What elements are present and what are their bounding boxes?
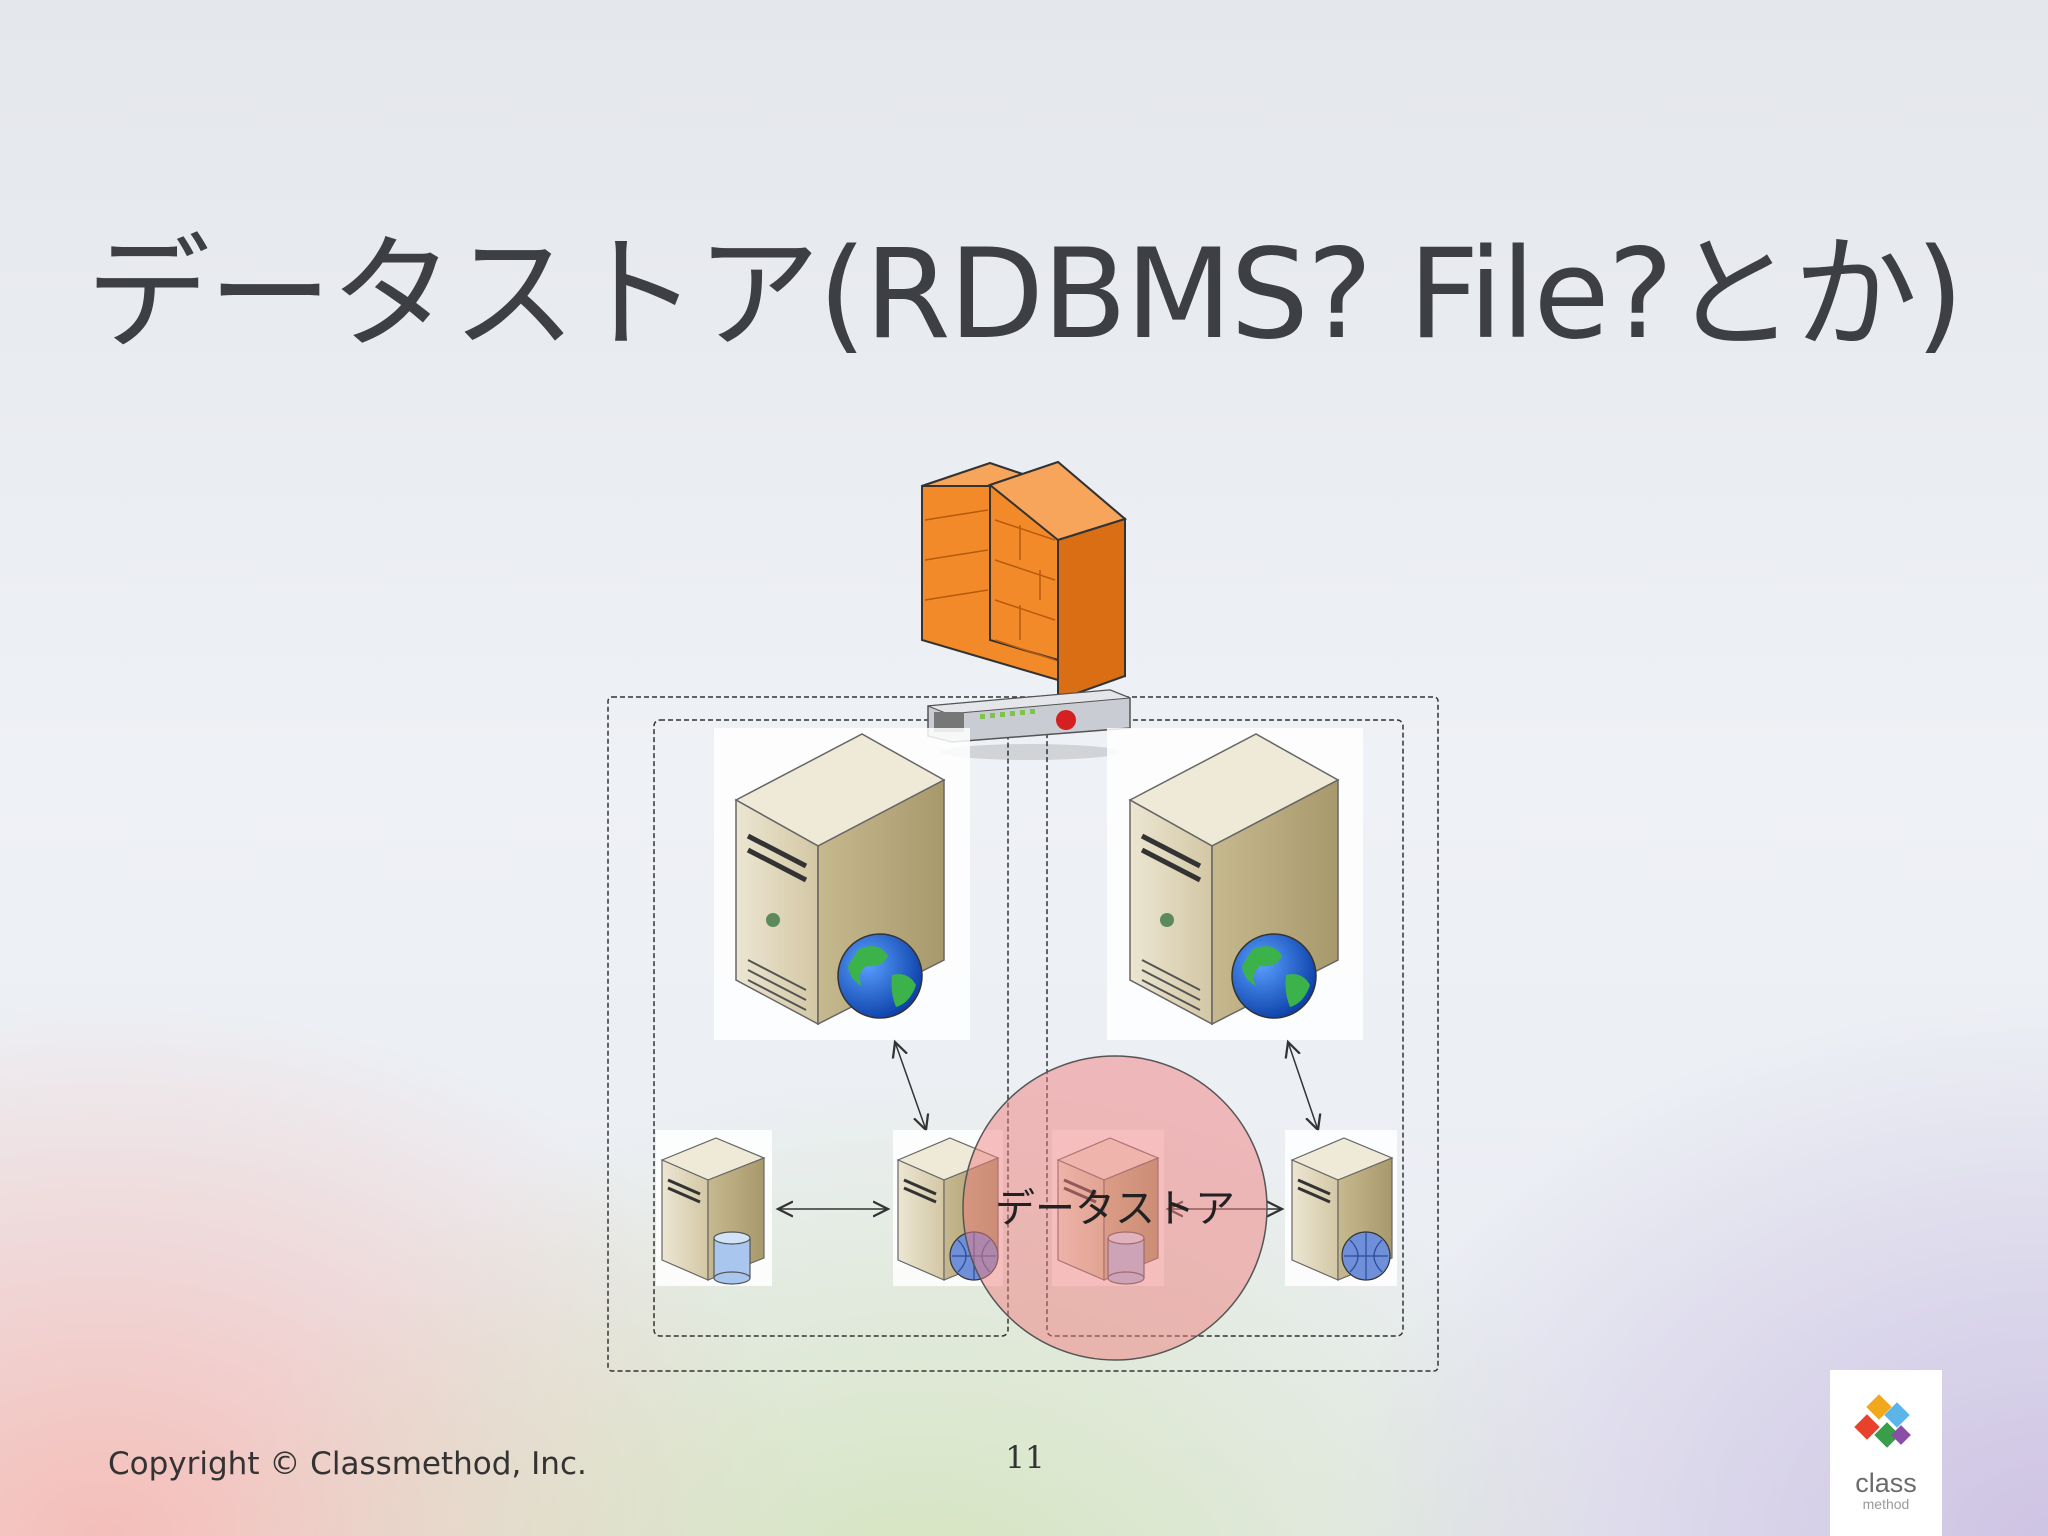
db-server-left-icon	[656, 1130, 772, 1286]
left-zone-boundary	[653, 719, 1009, 1337]
app-server-right-icon	[1285, 1130, 1397, 1286]
globe-icon	[837, 933, 923, 1019]
page-number: 11	[1005, 1440, 1045, 1476]
datastore-highlight-label: データストア	[995, 1186, 1235, 1232]
right-zone-boundary	[1046, 719, 1404, 1337]
slide-title: データストア(RDBMS? File?とか)	[86, 223, 1964, 367]
globe-icon	[1231, 933, 1317, 1019]
arrow-left-web-to-app	[895, 1042, 926, 1130]
firewall-icon	[921, 460, 1128, 702]
logo-wordmark: class	[1855, 1468, 1917, 1498]
datastore-highlight-circle	[962, 1055, 1268, 1361]
globe-icon	[1341, 1231, 1391, 1281]
database-icon	[713, 1231, 751, 1285]
web-server-left-icon	[714, 728, 970, 1040]
web-server-right-icon	[1107, 728, 1363, 1040]
arrow-right-web-to-app	[1288, 1042, 1318, 1130]
copyright-footer: Copyright © Classmethod, Inc.	[108, 1446, 587, 1482]
logo-wordmark-sub: method	[1862, 1496, 1910, 1512]
classmethod-logo: class method	[1830, 1370, 1942, 1536]
classmethod-logo-mark	[1854, 1394, 1911, 1448]
